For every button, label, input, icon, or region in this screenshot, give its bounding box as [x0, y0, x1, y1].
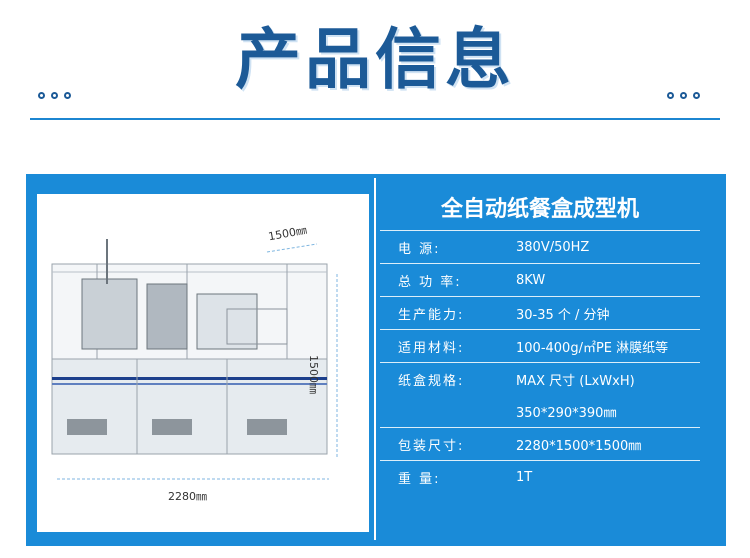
spec-value: 2280*1500*1500㎜ — [508, 427, 700, 461]
spec-value: 100-400g/㎡PE 淋膜纸等 — [508, 329, 700, 363]
spec-value: 30-35 个 / 分钟 — [508, 296, 700, 330]
height-label: 1500㎜ — [307, 355, 320, 394]
spec-label: 包装尺寸: — [380, 427, 508, 461]
spec-value: 1T — [516, 469, 533, 485]
spec-value: MAX 尺寸 (LxWxH) — [516, 373, 635, 389]
spec-value: 350*290*390㎜ — [508, 395, 700, 428]
spec-value: 380V/50HZ — [508, 230, 700, 264]
spec-row: 适用材料: 100-400g/㎡PE 淋膜纸等 — [380, 329, 700, 363]
spec-row: 纸盒规格: MAX 尺寸 (LxWxH) — [380, 363, 700, 396]
spec-row: 包装尺寸: 2280*1500*1500㎜ — [380, 427, 700, 461]
width-label: 2280㎜ — [168, 490, 207, 503]
spec-table: 全自动纸餐盒成型机 电 源: 380V/50HZ 总 功 率: 8KW 生产能力… — [380, 184, 700, 493]
machine-illustration — [51, 239, 338, 480]
spec-row: 重 量: 1T — [380, 461, 700, 494]
product-name: 全自动纸餐盒成型机 — [380, 184, 700, 231]
panel-divider — [374, 178, 376, 540]
spec-label: 重 量: — [398, 471, 441, 487]
spec-label: 电 源: — [380, 230, 508, 264]
spec-label: 纸盒规格: — [398, 373, 465, 389]
spec-label: 适用材料: — [380, 329, 508, 363]
decor-dots-left — [38, 92, 71, 99]
spec-row: 总 功 率: 8KW — [380, 263, 700, 297]
page-title: 产品信息 — [235, 21, 515, 98]
spec-label: 总 功 率: — [380, 263, 508, 297]
spec-value: 8KW — [508, 263, 700, 297]
spec-label: 生产能力: — [380, 296, 508, 330]
decor-dots-right — [667, 92, 700, 99]
spec-label — [380, 395, 508, 428]
spec-row: 生产能力: 30-35 个 / 分钟 — [380, 296, 700, 330]
spec-row: 电 源: 380V/50HZ — [380, 230, 700, 264]
title-underline — [30, 118, 720, 120]
spec-row: 350*290*390㎜ — [380, 395, 700, 428]
